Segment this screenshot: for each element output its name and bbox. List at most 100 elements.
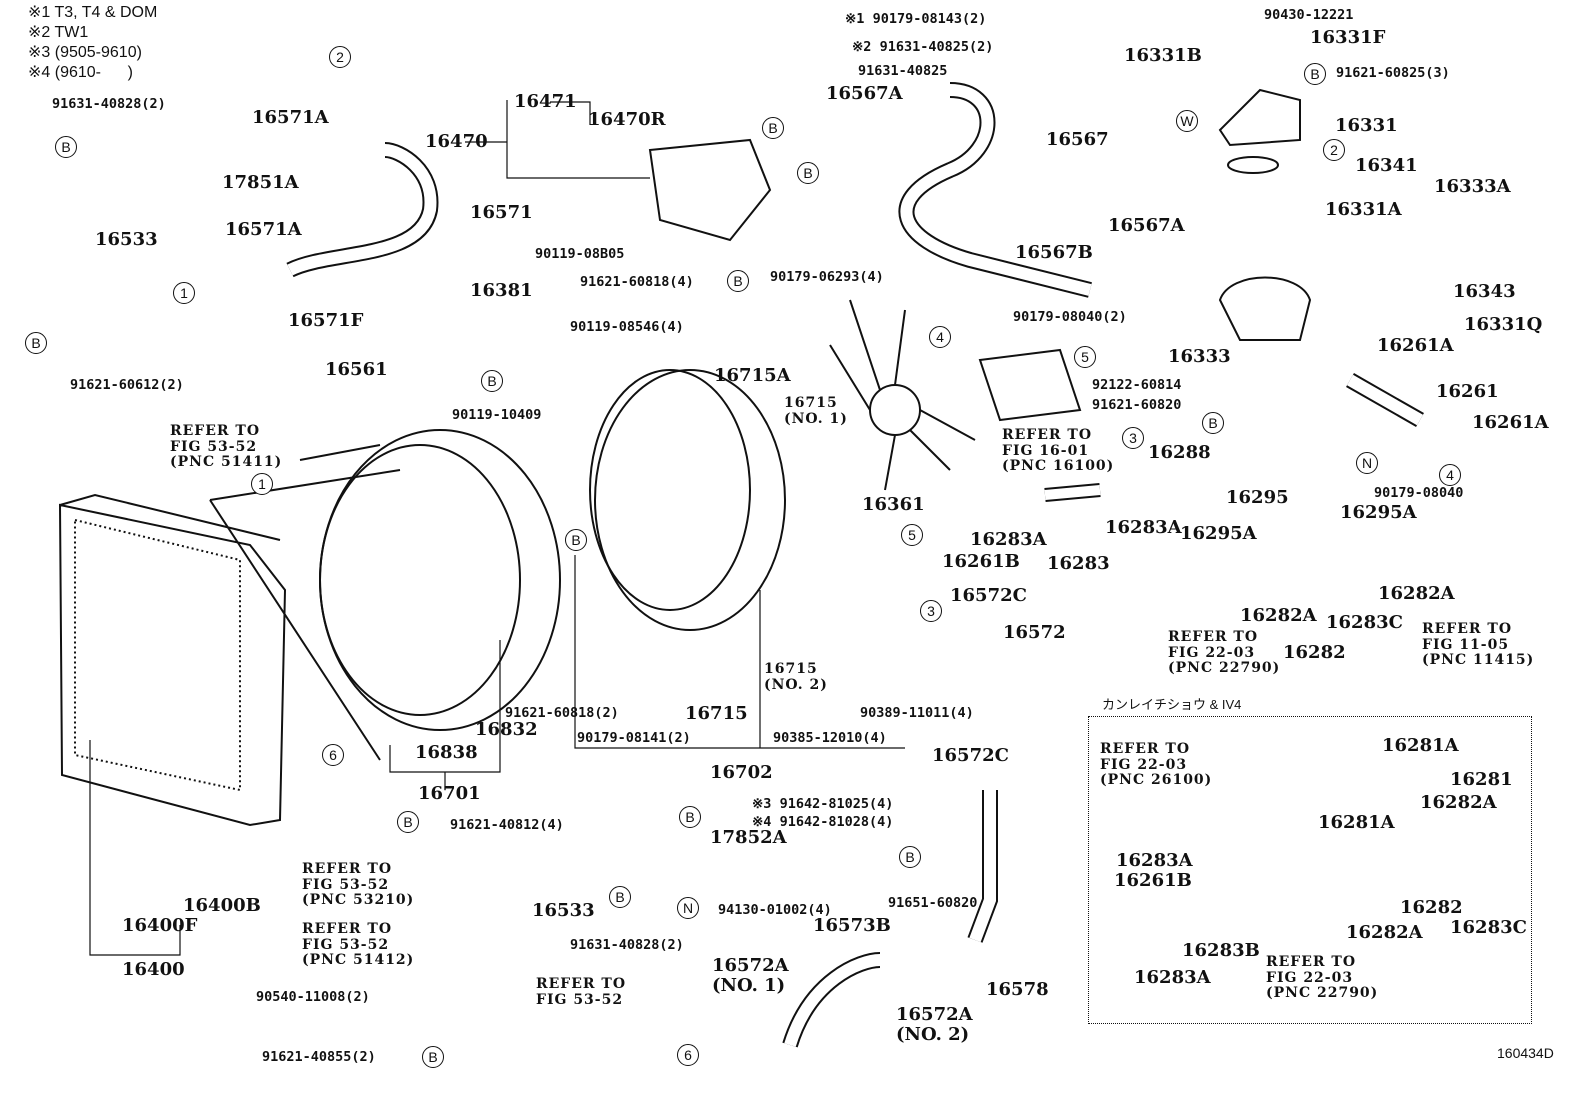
callout-marker: B [727, 270, 749, 292]
part-number-label: 90179-08040(2) [1013, 309, 1127, 325]
part-number-label: 16572C [932, 745, 1009, 766]
reference-note: REFER TO FIG 16-01 (PNC 16100) [1002, 427, 1115, 475]
reference-note: REFER TO FIG 22-03 (PNC 26100) [1100, 741, 1213, 789]
part-number-label: 91621-60818(4) [580, 274, 694, 290]
part-number-label: 90179-08040 [1374, 485, 1464, 501]
part-number-label: 90540-11008(2) [256, 989, 370, 1005]
part-number-label: 16283B [1182, 940, 1260, 961]
part-number-label: ※3 91642-81025(4) [752, 796, 894, 812]
part-number-label: 16471 [514, 91, 577, 112]
part-number-label: 16572C [950, 585, 1027, 606]
part-number-label: 91621-60820 [1092, 397, 1182, 413]
water-pump [978, 348, 1082, 422]
part-number-label: 16567A [1108, 215, 1185, 236]
part-number-label: 16567 [1046, 129, 1109, 150]
part-number-label: 17851A [222, 172, 299, 193]
reference-note: REFER TO FIG 53-52 (PNC 53210) [302, 861, 415, 909]
part-number-label: 91621-40812(4) [450, 817, 564, 833]
part-number-label: 90119-08B05 [535, 246, 625, 262]
part-number-label: 16715 [685, 703, 748, 724]
part-number-label: 16701 [418, 783, 481, 804]
part-number-label: 94130-01002(4) [718, 902, 832, 918]
part-number-label: 16571A [225, 219, 302, 240]
part-number-label: 16832 [475, 719, 538, 740]
part-number-label: 16333A [1434, 176, 1511, 197]
reference-note: REFER TO FIG 53-52 (PNC 51412) [302, 921, 415, 969]
callout-marker: 1 [251, 473, 273, 495]
reference-note: 16715 (NO. 1) [784, 395, 848, 427]
callout-marker: B [397, 811, 419, 833]
callout-marker: 2 [1323, 139, 1345, 161]
part-number-label: ※4 91642-81028(4) [752, 814, 894, 830]
legend-note: ※4 (9610- ) [28, 64, 133, 81]
part-number-label: 90119-10409 [452, 407, 542, 423]
callout-marker: 5 [1074, 346, 1096, 368]
part-number-label: 91631-40825 [858, 63, 948, 79]
part-number-label: 16295 [1226, 487, 1289, 508]
part-number-label: 91621-60825(3) [1336, 65, 1450, 81]
part-number-label: 91651-60820 [888, 895, 978, 911]
reference-note: REFER TO FIG 11-05 (PNC 11415) [1422, 621, 1535, 669]
callout-marker: N [677, 897, 699, 919]
part-number-label: 16261A [1377, 335, 1454, 356]
reference-note: 16715 (NO. 2) [764, 661, 828, 693]
part-number-label: 16571A [252, 107, 329, 128]
part-number-label: 16331B [1124, 45, 1202, 66]
reference-note: REFER TO FIG 22-03 (PNC 22790) [1168, 629, 1281, 677]
part-number-label: 16283 [1047, 553, 1110, 574]
callout-marker: W [1176, 110, 1198, 132]
part-number-label: 16333 [1168, 346, 1231, 367]
reference-note: REFER TO FIG 22-03 (PNC 22790) [1266, 954, 1379, 1002]
part-number-label: 16400B [183, 895, 261, 916]
callout-marker: B [481, 370, 503, 392]
part-number-label: 16283C [1326, 612, 1403, 633]
part-number-label: 16343 [1453, 281, 1516, 302]
part-number-label: 16282 [1283, 642, 1346, 663]
part-number-label: 16295A [1340, 502, 1417, 523]
part-number-label: 16282A [1378, 583, 1455, 604]
part-number-label: 90119-08546(4) [570, 319, 684, 335]
callout-marker: 4 [1439, 464, 1461, 486]
part-number-label: 16470 [425, 131, 488, 152]
part-number-label: 16470R [588, 109, 666, 130]
part-number-label: 16261B [942, 551, 1020, 572]
part-number-label: 16261B [1114, 870, 1192, 891]
part-number-label: 16282 [1400, 897, 1463, 918]
callout-marker: N [1356, 452, 1378, 474]
callout-marker: 3 [1122, 427, 1144, 449]
part-number-label: 90385-12010(4) [773, 730, 887, 746]
part-number-label: 90389-11011(4) [860, 705, 974, 721]
part-number-label: 91631-40828(2) [52, 96, 166, 112]
part-number-label: 16261A [1472, 412, 1549, 433]
part-number-label: 16281A [1382, 735, 1459, 756]
callout-marker: 6 [677, 1044, 699, 1066]
part-number-label: 16295A [1180, 523, 1257, 544]
part-number-label: 16361 [862, 494, 925, 515]
reference-note: REFER TO FIG 53-52 [536, 976, 627, 1008]
fan [829, 299, 976, 491]
part-number-label: 16572 [1003, 622, 1066, 643]
part-number-label: 16341 [1355, 155, 1418, 176]
inset-title: カンレイチショウ & IV4 [1102, 697, 1242, 712]
inset-box-canister-iv4 [1088, 716, 1532, 1024]
callout-marker: B [25, 332, 47, 354]
callout-marker: 5 [901, 524, 923, 546]
part-number-label: 16567A [826, 83, 903, 104]
part-number-label: 16331F [1310, 27, 1386, 48]
part-number-label: 16282A [1346, 922, 1423, 943]
part-number-label: 16261 [1436, 381, 1499, 402]
fan-shroud [209, 429, 561, 761]
part-number-label: 16567B [1015, 242, 1093, 263]
part-number-label: 91621-60612(2) [70, 377, 184, 393]
thermostat-housing [1218, 88, 1312, 341]
callout-marker: B [679, 806, 701, 828]
part-number-label: 16283C [1450, 917, 1527, 938]
part-number-label: 91631-40828(2) [570, 937, 684, 953]
part-number-label: 16533 [532, 900, 595, 921]
part-number-label: 16561 [325, 359, 388, 380]
callout-marker: B [1202, 412, 1224, 434]
part-number-label: 16331A [1325, 199, 1402, 220]
part-number-label: 16283A [1105, 517, 1182, 538]
part-number-label: 16838 [415, 742, 478, 763]
